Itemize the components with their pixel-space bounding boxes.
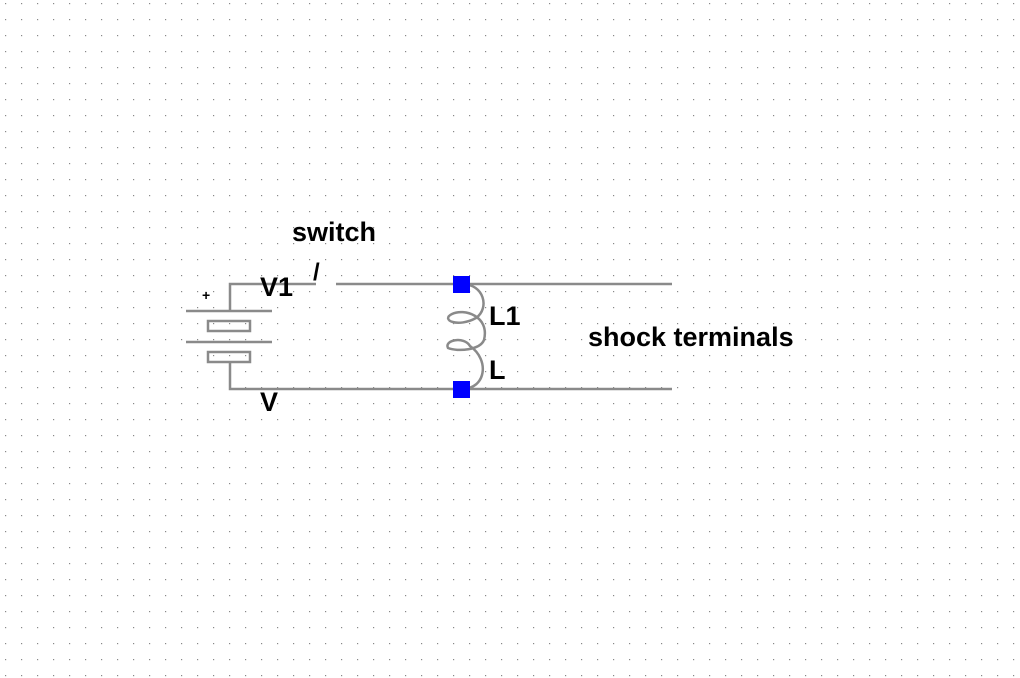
wire-battery-top[interactable]: [228, 282, 316, 311]
inductor-coil-icon[interactable]: [446, 282, 487, 391]
inductor-name-label: L1: [489, 301, 521, 331]
wires: [228, 282, 672, 391]
battery-icon[interactable]: [186, 309, 272, 364]
inductor-value-label: L: [489, 355, 506, 385]
battery-plus-sign: +: [202, 287, 210, 303]
junction-dot-bottom[interactable]: [453, 381, 470, 398]
wire-battery-bottom[interactable]: [228, 362, 672, 391]
battery-name-label: V1: [260, 272, 293, 302]
junction-dot-top[interactable]: [453, 276, 470, 293]
switch-symbol[interactable]: /: [313, 259, 320, 286]
battery-value-label: V: [260, 387, 278, 417]
shock-terminals-label: shock terminals: [588, 322, 794, 352]
switch-label: switch: [292, 217, 376, 247]
